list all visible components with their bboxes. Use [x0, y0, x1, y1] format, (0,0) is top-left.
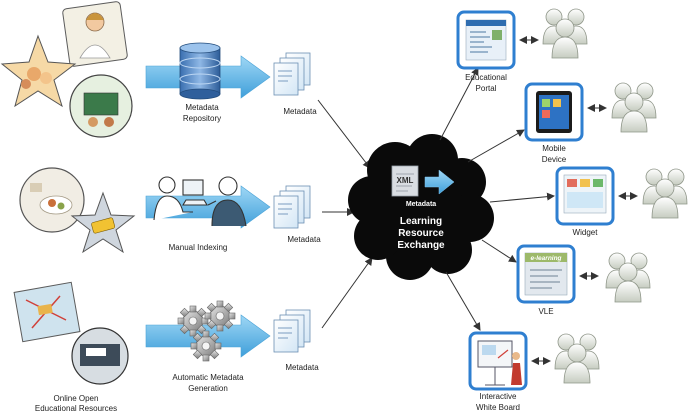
output-1-label-line-2: Portal [476, 84, 497, 93]
people-computer-icon [153, 176, 247, 227]
user-group-icon-4 [605, 252, 651, 303]
hub-title-line-3: Exchange [397, 240, 445, 251]
tablet-icon [524, 82, 584, 142]
connector-arrow-3 [321, 257, 373, 329]
map-photo-icon [13, 281, 81, 343]
source-3-label-line-2: Generation [188, 384, 228, 393]
source-2-label: Manual Indexing [169, 243, 228, 252]
bus-star-icon [70, 191, 136, 254]
classroom-circle-icon [69, 74, 133, 138]
output-1-label-line-1: Educational [465, 73, 507, 82]
source-3-metadata-label: Metadata [285, 363, 319, 372]
output-arrow-mobile [467, 129, 525, 163]
database-icon [179, 42, 221, 100]
food-circle-icon [19, 167, 85, 233]
xml-label: XML [397, 176, 414, 185]
output-arrow-portal [439, 67, 479, 141]
oer-label-line-2: Educational Resources [35, 404, 117, 413]
source-1-label-line-2: Repository [183, 114, 221, 123]
user-group-icon [542, 8, 588, 59]
user-group-icon-5 [554, 333, 600, 384]
user-group-icon-3 [642, 168, 688, 219]
whiteboard-icon [468, 331, 528, 391]
user-group-icon-2 [611, 82, 657, 133]
output-4-label: VLE [538, 307, 553, 316]
widget-icon [555, 166, 615, 226]
children-star-icon [0, 34, 77, 108]
output-2-label-line-1: Mobile [542, 144, 566, 153]
svg-text:e-learning: e-learning [530, 255, 561, 262]
hub-title-line-1: Learning [400, 216, 442, 227]
xml-document-icon: XML [391, 165, 419, 197]
vle-icon: e-learning [516, 244, 576, 304]
source-1-metadata-label: Metadata [283, 107, 317, 116]
metadata-document-icon-3 [273, 309, 311, 353]
output-5-label-line-2: White Board [476, 403, 520, 412]
metadata-document-icon [273, 52, 311, 96]
output-arrow-whiteboard [445, 271, 481, 331]
source-2-metadata-label: Metadata [287, 235, 321, 244]
output-arrow-widget [489, 192, 555, 203]
source-3-label-line-1: Automatic Metadata [172, 373, 244, 382]
connector-arrow-1 [317, 99, 371, 169]
gear-icon-2 [204, 300, 236, 332]
gear-icon-3 [190, 330, 222, 362]
source-1-label-line-1: Metadata [185, 103, 219, 112]
output-3-label: Widget [573, 228, 599, 237]
hub-metadata-label: Metadata [406, 201, 436, 208]
teacher-photo-icon [62, 1, 128, 67]
learning-resource-exchange-cloud: XML Metadata Learning Resource Exchange [348, 134, 494, 280]
portal-icon [456, 10, 516, 70]
computer-circle-icon [71, 327, 129, 385]
hub-title-line-2: Resource [398, 228, 444, 239]
exchange-arrow-icon [424, 169, 455, 195]
output-2-label-line-2: Device [542, 155, 567, 164]
output-arrow-vle [481, 239, 517, 263]
metadata-document-icon-2 [273, 185, 311, 229]
oer-label-line-1: Online Open [54, 394, 99, 403]
output-5-label-line-1: Interactive [480, 392, 517, 401]
